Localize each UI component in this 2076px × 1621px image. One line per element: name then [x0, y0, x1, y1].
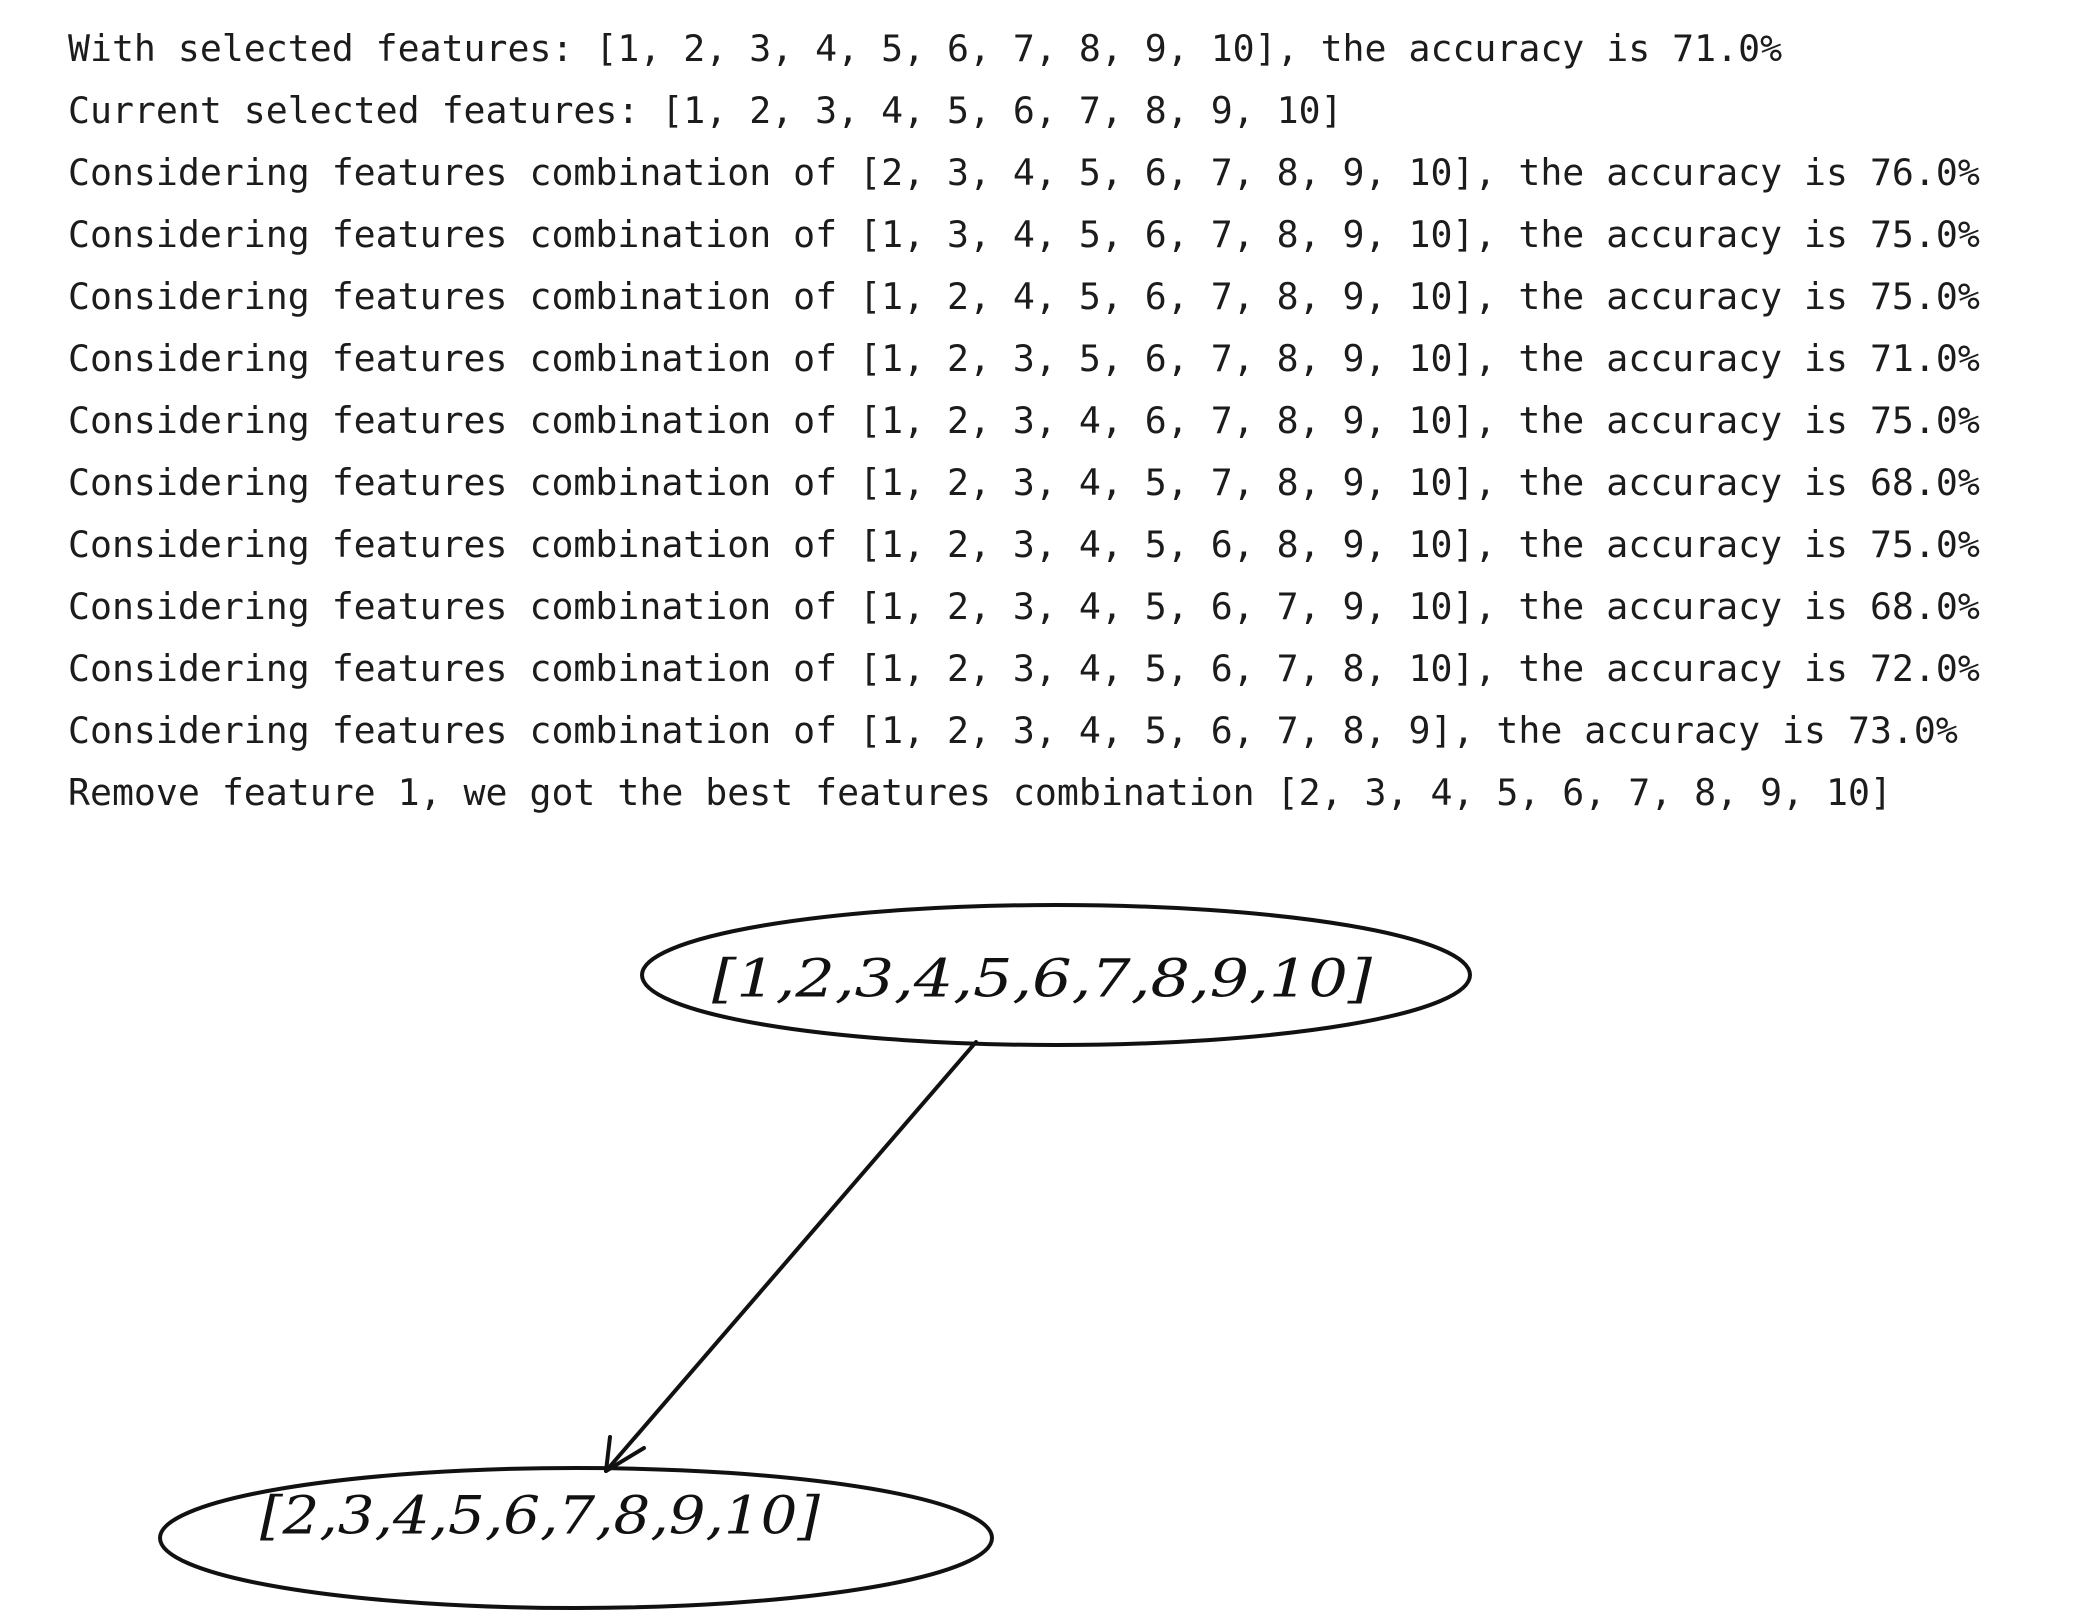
edge-root-to-child	[604, 1040, 978, 1473]
root-node: [1,2,3,4,5,6,7,8,9,10]	[640, 903, 1472, 1047]
console-line: Considering features combination of [1, …	[68, 709, 1958, 752]
console-line: Considering features combination of [1, …	[68, 647, 1980, 690]
console-line: Considering features combination of [2, …	[68, 151, 1980, 194]
console-line: Considering features combination of [1, …	[68, 337, 1980, 380]
console-line: Considering features combination of [1, …	[68, 461, 1980, 504]
console-line: Considering features combination of [1, …	[68, 585, 1980, 628]
edge-line	[604, 1040, 978, 1473]
arrowhead-icon	[604, 1435, 646, 1473]
console-line: Current selected features: [1, 2, 3, 4, …	[68, 89, 1343, 132]
console-line: Considering features combination of [1, …	[68, 213, 1980, 256]
child-node: [2,3,4,5,6,7,8,9,10]	[158, 1466, 994, 1610]
console-line: Considering features combination of [1, …	[68, 399, 1980, 442]
console-line: Remove feature 1, we got the best featur…	[68, 771, 1892, 814]
console-output: With selected features: [1, 2, 3, 4, 5, …	[68, 18, 1980, 824]
child-node-label: [2,3,4,5,6,7,8,9,10]	[260, 1487, 821, 1547]
root-node-ellipse	[640, 903, 1472, 1047]
console-line: Considering features combination of [1, …	[68, 523, 1980, 566]
console-line: With selected features: [1, 2, 3, 4, 5, …	[68, 27, 1783, 70]
root-node-label: [1,2,3,4,5,6,7,8,9,10]	[712, 950, 1373, 1010]
child-node-ellipse	[158, 1466, 994, 1610]
console-line: Considering features combination of [1, …	[68, 275, 1980, 318]
